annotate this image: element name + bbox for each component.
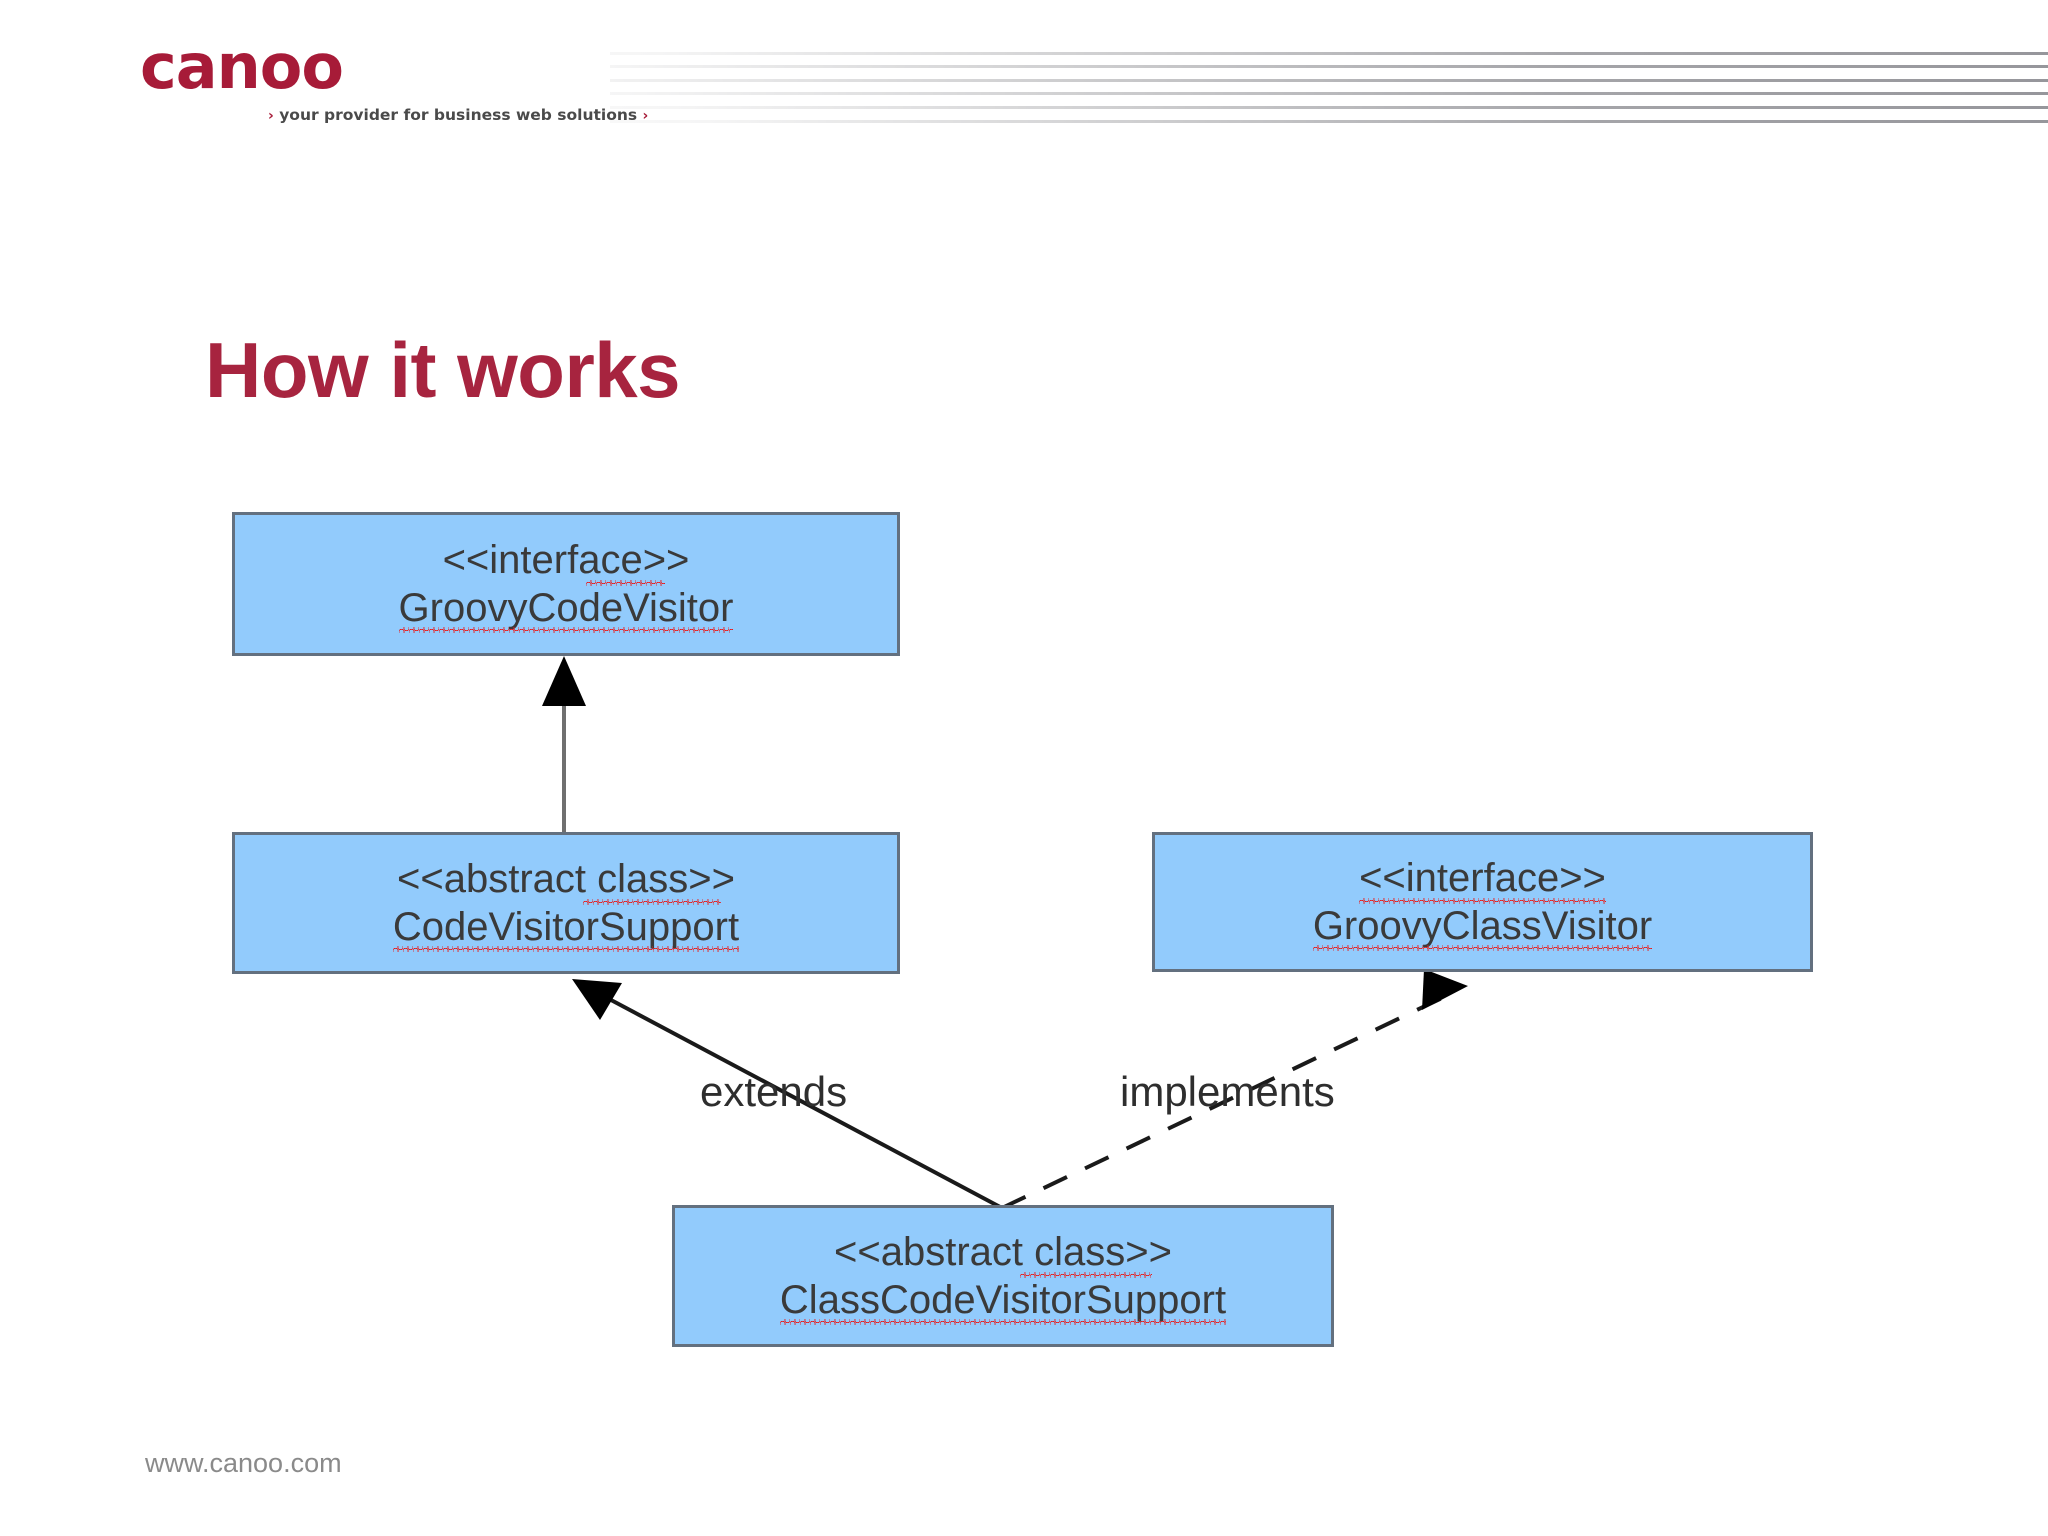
header-stripe [320, 92, 2048, 95]
uml-node-name: ClassCodeVisitorSupport [779, 1277, 1227, 1326]
header-stripe [250, 79, 2048, 82]
header-stripe [380, 106, 2048, 109]
spellcheck-squiggle [1312, 945, 1653, 952]
header-stripe [300, 65, 2048, 68]
uml-name-text: GroovyCodeVisitor [398, 585, 734, 630]
uml-node-stereotype: <<abstract class>> [397, 856, 735, 905]
spellcheck-squiggle [1359, 897, 1606, 904]
uml-node-name: CodeVisitorSupport [392, 904, 740, 953]
logo-tagline: › your provider for business web solutio… [268, 106, 648, 124]
uml-name-text: CodeVisitorSupport [392, 904, 740, 949]
spellcheck-squiggle [582, 898, 722, 905]
spellcheck-squiggle [398, 627, 734, 634]
uml-node-name: GroovyCodeVisitor [398, 585, 734, 634]
chevron-right-icon: › [268, 108, 274, 124]
header-stripe [360, 52, 2048, 55]
uml-stereotype-text: <<abstract class>> [397, 856, 735, 901]
uml-node-name: GroovyClassVisitor [1312, 903, 1653, 952]
chevron-right-icon: › [642, 108, 649, 124]
uml-node-stereotype: <<interface>> [1359, 855, 1606, 904]
spellcheck-squiggle [779, 1319, 1227, 1326]
edge-inherit [542, 656, 586, 832]
spellcheck-squiggle [392, 946, 740, 953]
spellcheck-squiggle [1019, 1271, 1152, 1278]
spellcheck-squiggle [585, 579, 665, 586]
canoo-logo: canoo › your provider for business web s… [140, 30, 648, 136]
uml-node-stereotype: <<interface>> [442, 537, 690, 586]
header-stripe [420, 120, 2048, 123]
logo-tagline-text: your provider for business web solutions [279, 106, 638, 124]
uml-stereotype-text: <<abstract class>> [834, 1229, 1172, 1274]
uml-node-stereotype: <<abstract class>> [834, 1229, 1172, 1278]
uml-node-code-visitor-support[interactable]: <<abstract class>> CodeVisitorSupport [232, 832, 900, 974]
uml-node-class-code-visitor-support[interactable]: <<abstract class>> ClassCodeVisitorSuppo… [672, 1205, 1334, 1347]
edge-label-implements: implements [1120, 1068, 1335, 1115]
header-stripes-decoration [0, 0, 2048, 150]
footer-url: www.canoo.com [145, 1448, 342, 1478]
page-title: How it works [205, 326, 681, 414]
uml-name-text: ClassCodeVisitorSupport [779, 1277, 1227, 1322]
uml-stereotype-text: <<interface>> [1359, 855, 1606, 900]
uml-node-groovy-class-visitor[interactable]: <<interface>> GroovyClassVisitor [1152, 832, 1813, 972]
edge-label-extends: extends [700, 1068, 848, 1115]
uml-node-groovy-code-visitor[interactable]: <<interface>> GroovyCodeVisitor [232, 512, 900, 656]
logo-wordmark: canoo [140, 30, 344, 103]
uml-stereotype-text: <<interface>> [442, 537, 690, 582]
uml-name-text: GroovyClassVisitor [1312, 903, 1653, 948]
